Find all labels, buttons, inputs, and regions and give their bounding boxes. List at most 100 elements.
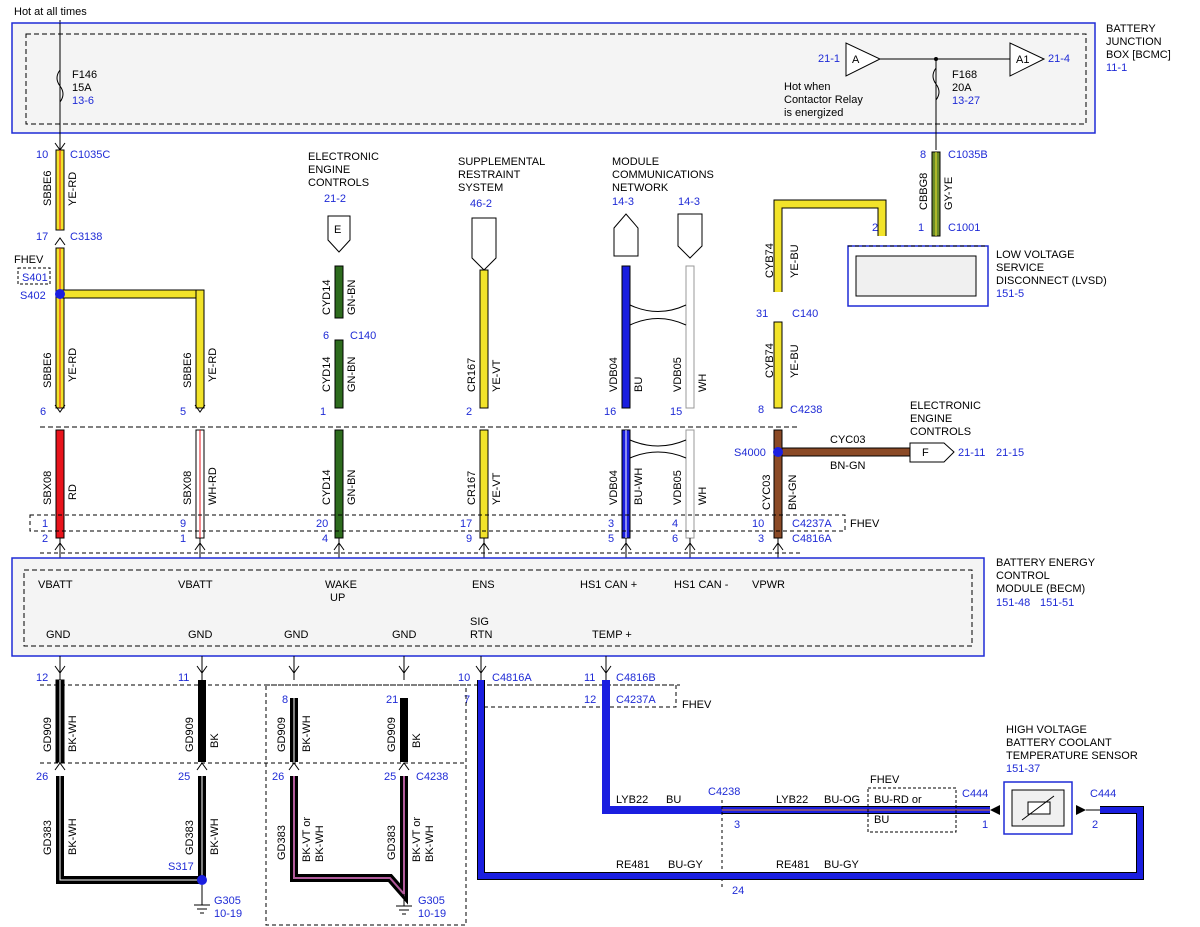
eec-top-pin: E <box>334 224 341 236</box>
pin-g26b: 26 <box>272 771 284 783</box>
pin-b4: 4 <box>322 533 328 545</box>
pin-bot-10: 10 <box>458 672 470 684</box>
s402-splice <box>55 289 65 299</box>
wire-sbx08-a-code: SBX08 <box>42 471 54 505</box>
ground-icon-a <box>194 904 210 914</box>
wire-re481-a-code: RE481 <box>616 859 650 871</box>
wire-gd383-d-code: GD383 <box>386 825 398 860</box>
fhev-label-b: FHEV <box>850 518 880 530</box>
conn-a1-triangle <box>1009 42 1046 77</box>
wire-bu-c-color: BU <box>874 814 889 826</box>
mcn-title-1: MODULE <box>612 156 659 168</box>
c444-right-label: C444 <box>1090 788 1116 800</box>
g305a-label: G305 <box>214 895 241 907</box>
wire-gd383-b-code: GD383 <box>184 820 196 855</box>
g305b-label: G305 <box>418 895 445 907</box>
pin-24: 24 <box>732 885 744 897</box>
wire-sbbe6-mid-b-code: SBBE6 <box>182 353 194 388</box>
eec-top-title-1: ELECTRONIC <box>308 151 379 163</box>
conn-a1-ref: 21-4 <box>1048 53 1070 65</box>
c140b-pin: 31 <box>756 308 768 320</box>
wire-gd383-d-color-1: BK-VT or <box>411 817 423 862</box>
s317-label: S317 <box>168 861 194 873</box>
fuse-f146-ref: 13-6 <box>72 95 94 107</box>
bjb-inner-dashed <box>25 33 1087 125</box>
wire-vdb05-b-color: WH <box>697 487 709 505</box>
pin-r10: 10 <box>752 518 764 530</box>
sensor-title-1: HIGH VOLTAGE <box>1006 724 1087 736</box>
pin-g25a: 25 <box>178 771 190 783</box>
pin-b5: 5 <box>608 533 614 545</box>
c4238-bot-label: C4238 <box>708 786 740 798</box>
wire-cbbg8-code: CBBG8 <box>918 173 930 210</box>
becm-pin-temp-plus: TEMP + <box>592 629 632 641</box>
conn-a-label: A <box>852 54 860 66</box>
wire-cyc03-a-color: BN-GN <box>830 460 866 472</box>
pin-g8: 8 <box>282 694 288 706</box>
wire-gd909-d-color: BK <box>411 733 423 748</box>
eec-right-title-2: ENGINE <box>910 413 952 425</box>
c444-right-pin: 2 <box>1092 819 1098 831</box>
fuse-f168-name: F168 <box>952 69 977 81</box>
wire-sbbe6-top-code: SBBE6 <box>42 171 54 206</box>
fhev-label-c: FHEV <box>682 699 712 711</box>
c4238-ground-label: C4238 <box>416 771 448 783</box>
c140b-label: C140 <box>792 308 818 320</box>
wire-gd383-c-color-1: BK-VT or <box>301 817 313 862</box>
bjb-ref: 11-1 <box>1106 62 1127 74</box>
pin-bot-7: 7 <box>464 694 470 706</box>
wire-gd909-c-code: GD909 <box>276 717 288 752</box>
wire-cr167-a-code: CR167 <box>466 358 478 392</box>
pin-r3: 3 <box>608 518 614 530</box>
becm-pin-vpwr: VPWR <box>752 579 785 591</box>
wire-cr167-b-color: YE-VT <box>491 472 503 505</box>
becm-pin-gnd-1: GND <box>46 629 71 641</box>
fuse-f168-rating: 20A <box>952 82 972 94</box>
c140-pin-eec: 6 <box>323 330 329 342</box>
pin-g26a: 26 <box>36 771 48 783</box>
becm-outline <box>11 557 985 657</box>
wire-gd383-c-code: GD383 <box>276 825 288 860</box>
wire-burd-color: BU-RD or <box>874 794 922 806</box>
wire-cyc03-b-code: CYC03 <box>761 475 773 510</box>
eec-right-ref-2: 21-15 <box>996 447 1024 459</box>
g305b-ref: 10-19 <box>418 908 446 920</box>
srs-title-3: SYSTEM <box>458 182 503 194</box>
c1001-label: C1001 <box>948 222 980 234</box>
wire-gd383-a-code: GD383 <box>42 820 54 855</box>
pin-b9: 9 <box>466 533 472 545</box>
c1001-pin-2: 2 <box>872 222 878 234</box>
s401-label: S401 <box>22 272 48 284</box>
pin-g21: 21 <box>386 694 398 706</box>
c4238-label-top: C4238 <box>790 404 822 416</box>
wire-gd909-d-code: GD909 <box>386 717 398 752</box>
wire-cyd14-a-code: CYD14 <box>321 280 333 315</box>
fuse-f146-rating: 15A <box>72 82 92 94</box>
wire-vdb04-a-color: BU <box>633 377 645 392</box>
becm-pin-hs1-can-minus: HS1 CAN - <box>674 579 729 591</box>
becm-title-2: CONTROL <box>996 570 1050 582</box>
wire-sbbe6-mid-b-color: YE-RD <box>207 348 219 382</box>
pin-1-cyd: 1 <box>320 406 326 418</box>
lvsd-title-3: DISCONNECT (LVSD) <box>996 275 1107 287</box>
becm-pin-gnd-2: GND <box>188 629 213 641</box>
wire-cyd14-b-color: GN-BN <box>346 357 358 393</box>
wire-vdb05-a-color: WH <box>697 374 709 392</box>
mcn-connector-1 <box>613 213 639 257</box>
s4000-splice <box>773 447 783 457</box>
pin-b2: 2 <box>42 533 48 545</box>
wire-cr167-a-color: YE-VT <box>491 359 503 392</box>
eec-right-ref-1: 21-11 <box>958 447 985 459</box>
fuse-f146-name: F146 <box>72 69 97 81</box>
wire-sbx08-b-code: SBX08 <box>182 471 194 505</box>
pin-g25b: 25 <box>384 771 396 783</box>
c1001-pin-1: 1 <box>918 222 924 234</box>
wire-sbbe6-mid-a-code: SBBE6 <box>42 353 54 388</box>
sensor-title-2: BATTERY COOLANT <box>1006 737 1112 749</box>
becm-title-1: BATTERY ENERGY <box>996 557 1096 569</box>
fhev-label-d: FHEV <box>870 774 900 786</box>
becm-pin-sig: SIG <box>470 616 489 628</box>
wire-gd909-c-color: BK-WH <box>301 715 313 752</box>
wire-sbx08-red <box>55 429 65 539</box>
